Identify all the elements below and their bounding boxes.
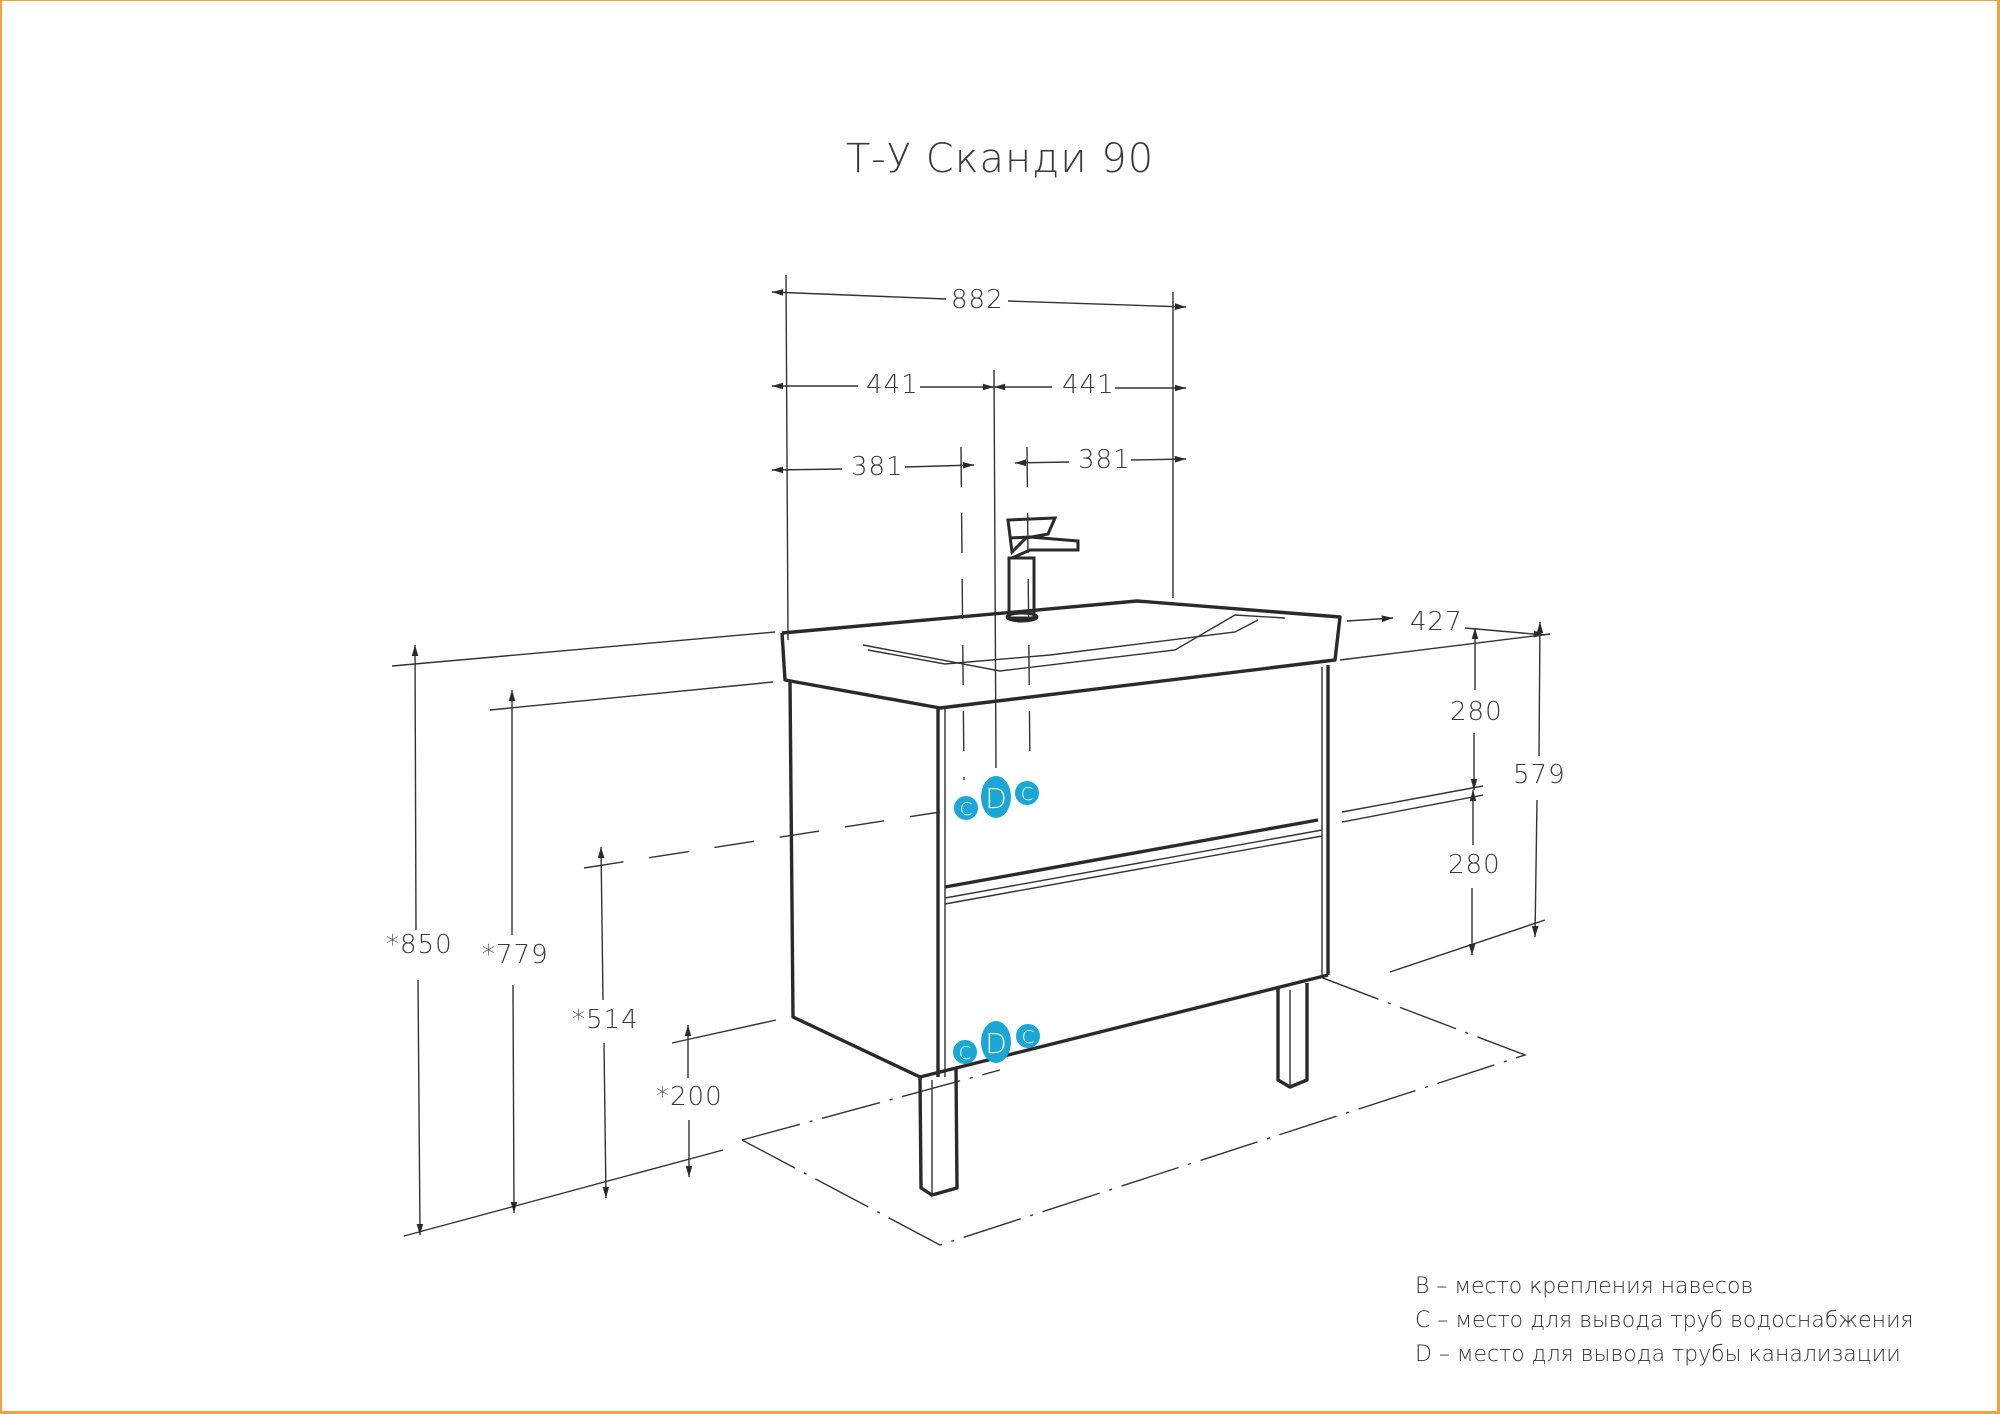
top-dimension-lines [771,274,1187,781]
legend-item-b: B – место крепления навесов [1415,1274,1754,1299]
upper-pipe-markers: C D C [954,776,1039,820]
dim-total-width: 882 [951,285,1004,315]
legend: B – место крепления навесов C – место дл… [1415,1270,1914,1372]
water-supply-marker-icon: C [1016,1024,1040,1048]
svg-text:D: D [985,1027,1007,1060]
legend-item-c: C – место для вывода труб водоснабжения [1415,1308,1914,1333]
cabinet-body [788,665,1330,1079]
dim-total-height: *850 [386,930,453,960]
faucet-icon [1005,516,1080,623]
water-supply-marker-icon: C [1015,781,1039,805]
cabinet-legs [918,983,1309,1197]
water-supply-marker-icon: C [953,1040,977,1064]
dim-depth: 427 [1410,607,1463,637]
dim-pipe-left: 381 [851,452,904,482]
basin [780,599,1342,710]
right-dimension-lines [1339,615,1551,973]
svg-text:C: C [960,799,973,820]
floor-footprint [741,974,1528,1246]
svg-text:D: D [985,782,1007,815]
dim-leg-height: *200 [656,1082,723,1112]
dim-pipe-right: 381 [1078,445,1131,475]
sewage-marker-icon: D [981,776,1011,818]
dim-pipe-height: *514 [572,1005,639,1035]
dim-upper-drawer: 280 [1450,697,1503,727]
legend-item-d: D – место для вывода трубы канализации [1415,1342,1901,1367]
dim-cabinet-height: 579 [1513,760,1566,790]
dim-half-right: 441 [1062,370,1115,400]
left-dimension-lines [391,631,941,1237]
svg-text:C: C [1022,1027,1035,1048]
dim-cabinet-top-height: *779 [482,940,549,970]
lower-pipe-markers: C D C [953,1021,1040,1064]
sewage-marker-icon: D [981,1021,1011,1063]
drawing-title: Т-У Сканди 90 [845,136,1155,182]
dim-half-left: 441 [866,370,919,400]
water-supply-marker-icon: C [954,796,978,820]
dim-lower-drawer: 280 [1448,850,1501,880]
svg-text:C: C [959,1043,972,1064]
svg-text:C: C [1021,784,1034,805]
